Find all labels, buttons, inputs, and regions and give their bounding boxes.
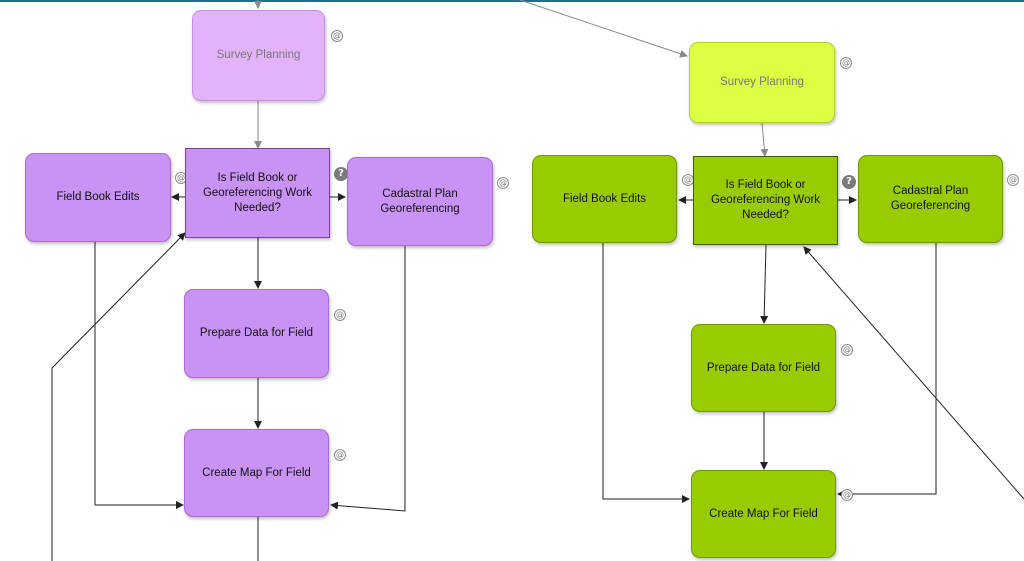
cadastral-georef-node-left[interactable]: Cadastral Plan Georeferencing: [347, 157, 493, 246]
at-badge-icon[interactable]: @: [840, 57, 852, 69]
node-label: Prepare Data for Field: [706, 361, 821, 374]
node-label: Field Book Edits: [56, 191, 140, 203]
edge-survey-to-decision-right: [760, 122, 769, 157]
create-map-node-right[interactable]: Create Map For Field: [691, 470, 836, 558]
at-badge-icon[interactable]: @: [841, 489, 853, 501]
help-icon[interactable]: ?: [334, 167, 348, 181]
survey-planning-node-right[interactable]: Survey Planning: [689, 42, 835, 123]
node-label: Is Field Book or Georeferencing Work Nee…: [202, 171, 313, 214]
node-label: Create Map For Field: [202, 466, 311, 479]
node-label: Cadastral Plan Georeferencing: [890, 185, 971, 212]
field-book-edits-node-left[interactable]: Field Book Edits: [25, 153, 171, 242]
top-accent-bar: [0, 0, 1024, 2]
prepare-data-node-right[interactable]: Prepare Data for Field: [691, 324, 836, 412]
edge-cadastral-to-createmap-right: [837, 243, 937, 498]
at-badge-icon[interactable]: @: [331, 30, 343, 42]
edge-cross-to-survey-right: [519, 0, 688, 58]
help-icon[interactable]: ?: [842, 175, 856, 189]
decision-node-right[interactable]: Is Field Book or Georeferencing Work Nee…: [693, 156, 838, 245]
survey-planning-node-left[interactable]: Survey Planning: [192, 10, 325, 101]
edge-loopback-to-decision-right: [803, 246, 1024, 500]
node-label: Survey Planning: [720, 76, 804, 88]
node-label: Field Book Edits: [562, 192, 647, 205]
edge-loopback-to-decision-left: [51, 232, 186, 561]
node-label: Is Field Book or Georeferencing Work Nee…: [710, 179, 821, 221]
edge-cadastral-to-createmap-left: [330, 246, 406, 512]
cadastral-georef-node-right[interactable]: Cadastral Plan Georeferencing: [858, 155, 1003, 243]
at-badge-icon[interactable]: @: [497, 177, 509, 189]
at-badge-icon[interactable]: @: [334, 309, 346, 321]
node-label: Create Map For Field: [709, 507, 818, 520]
create-map-node-left[interactable]: Create Map For Field: [184, 429, 329, 517]
at-badge-icon[interactable]: @: [1007, 174, 1019, 186]
at-badge-icon[interactable]: @: [682, 174, 694, 186]
edge-fieldbook-to-createmap-left: [94, 242, 184, 509]
field-book-edits-node-right[interactable]: Field Book Edits: [532, 155, 677, 243]
node-label: Survey Planning: [216, 49, 301, 61]
node-label: Cadastral Plan Georeferencing: [380, 187, 460, 215]
edge-fieldbook-to-createmap-right: [602, 243, 690, 503]
edge-decision-to-prepare-right: [760, 244, 769, 324]
prepare-data-node-left[interactable]: Prepare Data for Field: [184, 289, 329, 378]
at-badge-icon[interactable]: @: [334, 449, 346, 461]
node-label: Prepare Data for Field: [199, 327, 314, 339]
decision-node-left[interactable]: Is Field Book or Georeferencing Work Nee…: [185, 148, 330, 238]
at-badge-icon[interactable]: @: [841, 344, 853, 356]
